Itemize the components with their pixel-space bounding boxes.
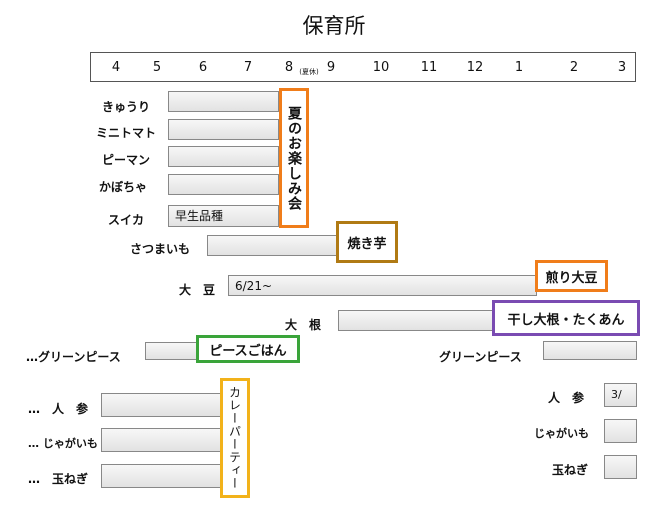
event-yakiimo: 焼き芋 [336,221,398,263]
summer-break-note: (夏休) [299,68,319,76]
month-axis: 4 5 6 7 8 (夏休) 9 10 11 12 1 2 3 [90,52,636,82]
crop-label-daizu: 大 豆 [179,283,216,297]
crop-label-jagaimo-right: じゃがいも [534,427,589,440]
event-iridaizu: 煎り大豆 [535,260,608,292]
crop-label-greenpeas-left: …グリーンピース [26,350,121,364]
period-box-ninjin-right: 3/ [604,383,637,407]
month-tick: 9 [326,60,336,75]
period-bar-jagaimo-left [101,428,224,452]
period-box-tamanegi-right [604,455,637,479]
event-hoshidaikon-takuan: 干し大根・たくあん [492,300,640,336]
event-natsu-no-otanoshimikai: 夏のお楽しみ会 [279,88,309,228]
event-curry-party: カレーパーティー [220,378,250,498]
month-tick: 3 [617,60,627,75]
month-tick: 7 [243,60,253,75]
crop-label-tamanegi-left: … 玉ねぎ [28,472,89,486]
month-tick: 10 [372,60,390,75]
crop-label-ninjin-left: … 人 参 [28,402,89,416]
month-tick: 2 [569,60,579,75]
crop-label-kyuuri: きゅうり [102,100,151,114]
crop-label-daikon: 大 根 [285,318,322,332]
period-bar-greenpeas-left [145,342,199,360]
crop-label-kabocha: かぼちゃ [99,180,148,194]
crop-label-suika: スイカ [108,213,145,227]
period-bar-ninjin-left [101,393,224,417]
period-bar-tamanegi-left [101,464,224,488]
month-tick: 5 [152,60,162,75]
crop-label-greenpeas-right: グリーンピース [439,350,522,364]
crop-label-jagaimo-left: … じゃがいも [28,437,98,450]
period-bar-satsumaimo [207,235,338,256]
period-bar-kabocha [168,174,279,195]
period-bar-daizu: 6/21~ [228,275,537,296]
period-bar-daikon [338,310,495,331]
crop-label-piman: ピーマン [102,153,151,167]
month-tick: 12 [466,60,484,75]
period-bar-suika: 早生品種 [168,205,279,227]
period-bar-greenpeas-right [543,341,637,360]
period-bar-piman [168,146,279,167]
period-box-jagaimo-right [604,419,637,443]
page-title: 保育所 [302,14,366,38]
month-tick: 4 [111,60,121,75]
month-tick: 1 [514,60,524,75]
month-tick: 6 [198,60,208,75]
event-peace-gohan: ピースごはん [196,335,300,363]
crop-label-tamanegi-right: 玉ねぎ [552,463,589,477]
period-bar-minitomato [168,119,279,140]
crop-label-ninjin-right: 人 参 [548,391,585,405]
crop-label-satsumaimo: さつまいも [130,242,191,256]
crop-label-minitomato: ミニトマト [96,126,157,140]
month-tick: 8 [284,60,294,75]
month-tick: 11 [420,60,438,75]
period-bar-kyuuri [168,91,279,112]
